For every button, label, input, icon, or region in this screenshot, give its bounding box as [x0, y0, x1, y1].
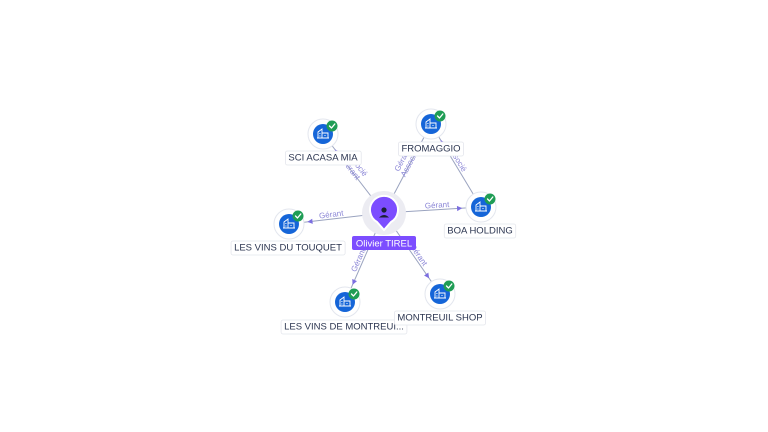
center-name: Olivier TIREL — [356, 239, 412, 250]
company-node-les-vins-de-montreuil[interactable]: LES VINS DE MONTREUI... — [280, 286, 408, 335]
company-node-boa-holding[interactable]: BOA HOLDING — [443, 191, 517, 239]
edge-arrow — [352, 278, 358, 285]
building-icon — [475, 201, 487, 212]
building-icon — [317, 128, 329, 139]
company-name: LES VINS DU TOUQUET — [234, 243, 342, 254]
edge-role-label: Gérant — [425, 200, 451, 211]
company-name: MONTREUIL SHOP — [397, 313, 482, 324]
edge-role-label: Gérant — [349, 246, 367, 273]
person-marker[interactable] — [369, 194, 399, 232]
edge-arrow — [424, 272, 430, 279]
edge-boa-holding-fromaggio-line — [430, 123, 482, 208]
edge-arrow — [456, 205, 463, 212]
center-node[interactable]: Olivier TIREL — [352, 191, 416, 250]
verified-check-icon — [434, 110, 446, 122]
company-label-box — [394, 310, 486, 326]
company-label-box — [230, 240, 346, 256]
company-name: SCI ACASA MIA — [288, 153, 358, 164]
company-label-box — [443, 223, 517, 239]
center-label-box — [352, 236, 416, 250]
nodes-layer: SCI ACASA MIA FROMAGGIO LES VINS DU TOUQUE… — [230, 108, 517, 335]
building-icon — [283, 218, 295, 229]
person-icon — [379, 207, 389, 218]
edge-role-label: Gérant — [319, 209, 345, 221]
building-icon — [425, 118, 437, 129]
company-name: LES VINS DE MONTREUI... — [284, 322, 404, 333]
verified-check-icon — [484, 193, 496, 205]
edge-arrow — [307, 218, 313, 224]
company-node-montreuil-shop[interactable]: MONTREUIL SHOP — [394, 278, 486, 326]
company-label-box — [398, 141, 464, 157]
verified-check-icon — [443, 280, 455, 292]
building-icon — [339, 296, 351, 307]
company-label-box — [285, 150, 362, 166]
company-name: BOA HOLDING — [447, 226, 512, 237]
verified-check-icon — [292, 210, 304, 222]
building-icon — [434, 288, 446, 299]
verified-check-icon — [326, 120, 338, 132]
company-name: FROMAGGIO — [401, 144, 460, 155]
company-node-les-vins-du-touquet[interactable]: LES VINS DU TOUQUET — [230, 208, 346, 256]
company-node-sci-acasa-mia[interactable]: SCI ACASA MIA — [285, 118, 362, 166]
company-label-box — [280, 319, 408, 335]
verified-check-icon — [348, 288, 360, 300]
company-node-fromaggio[interactable]: FROMAGGIO — [398, 108, 464, 157]
